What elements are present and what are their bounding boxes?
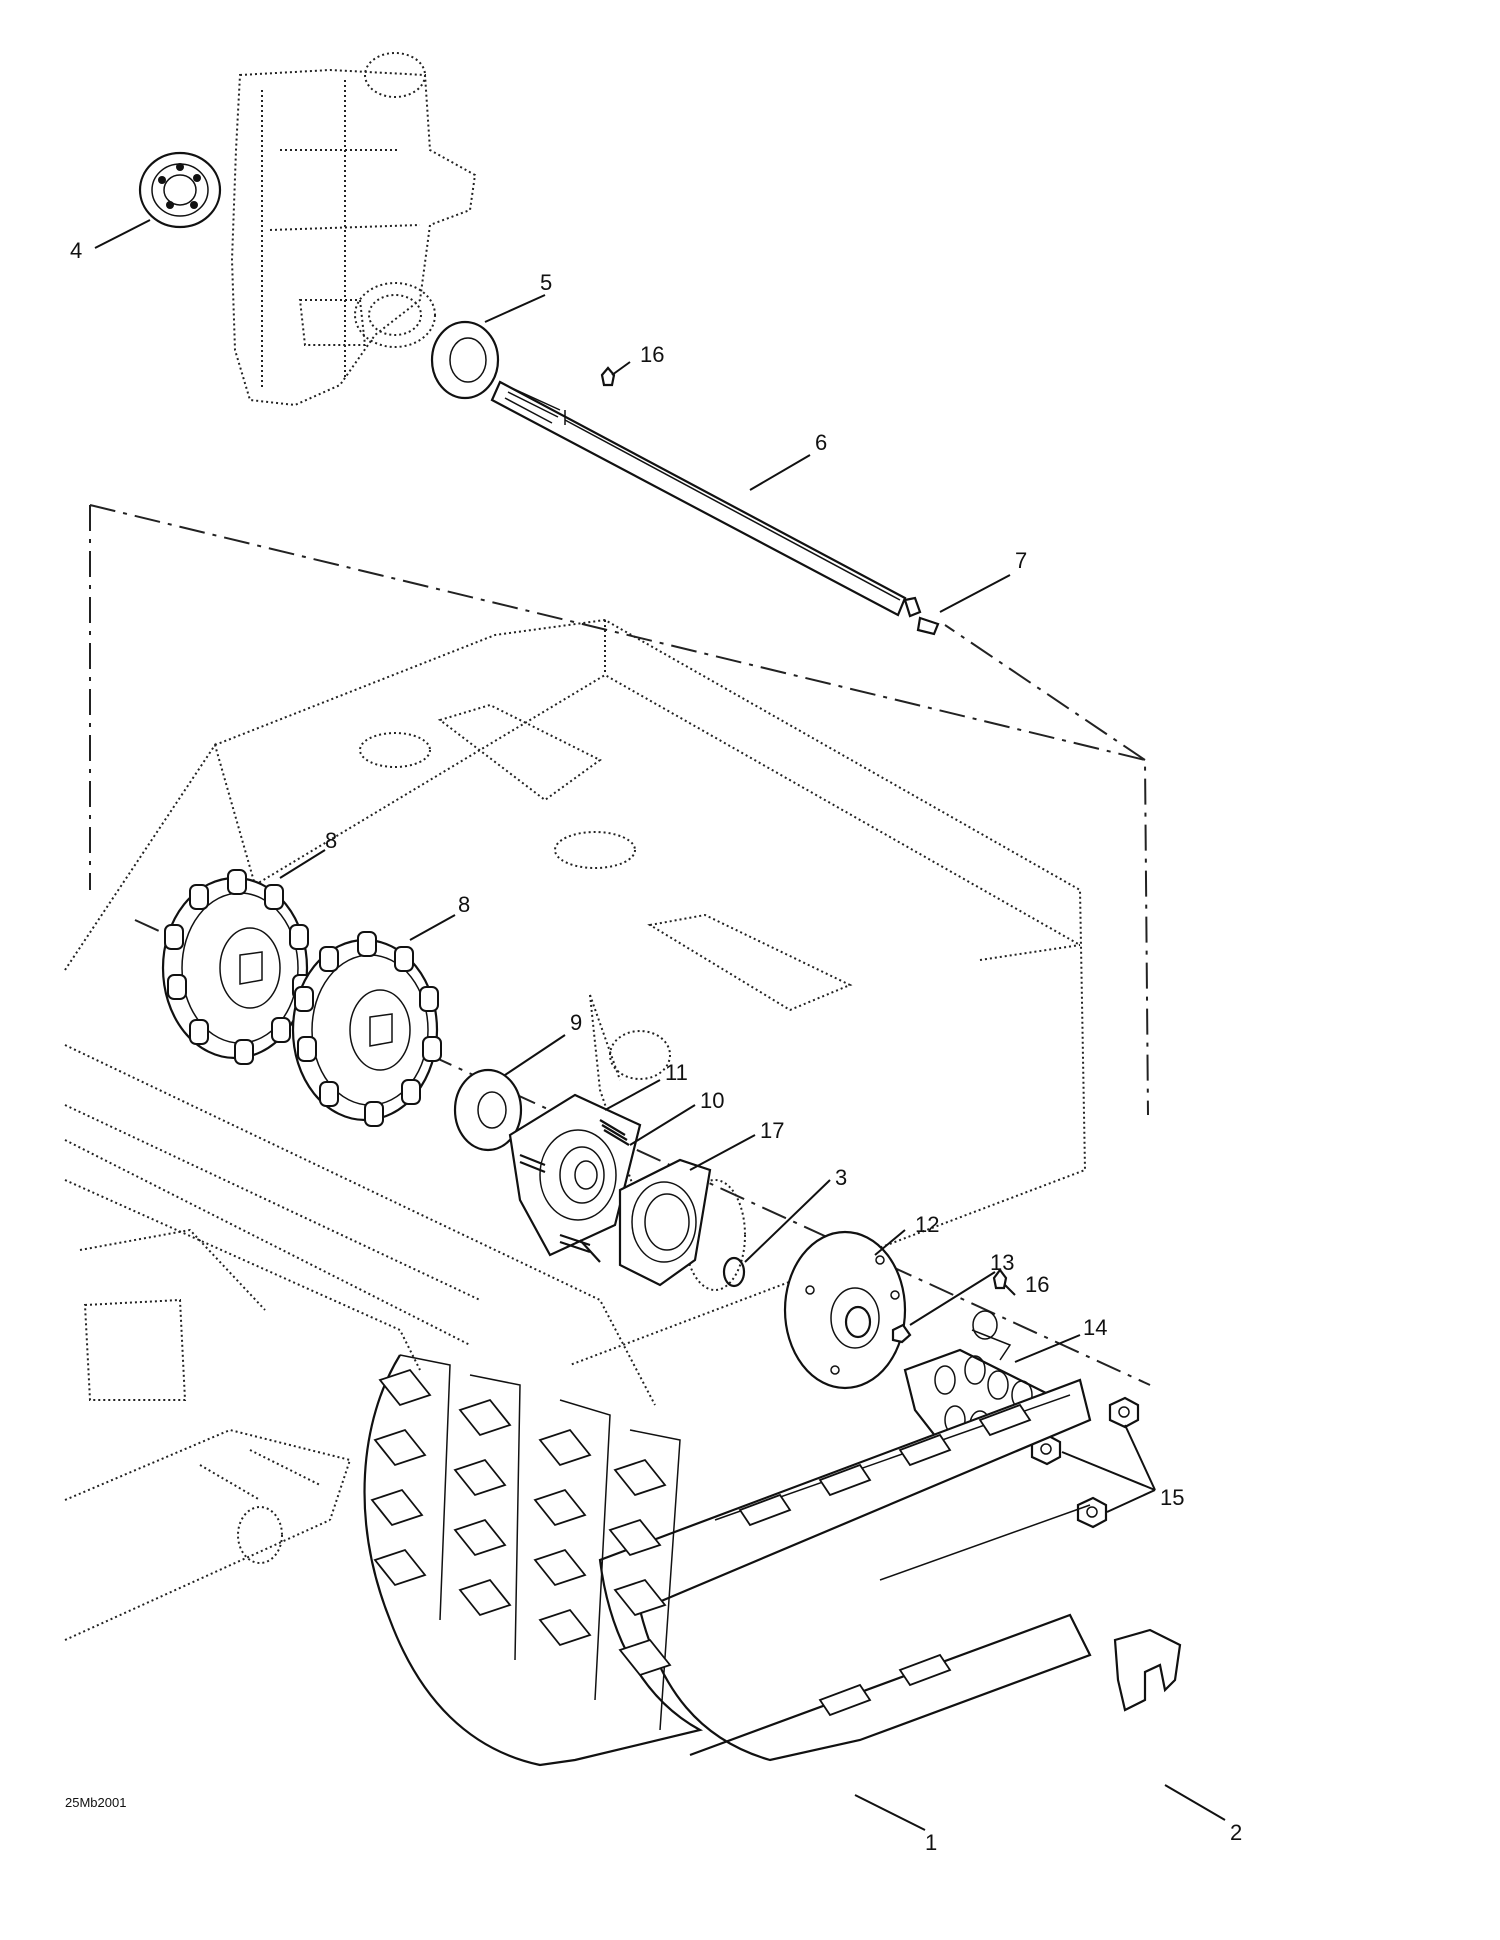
drive-sprocket-2 <box>291 931 442 1127</box>
slider-clip <box>1113 1628 1182 1712</box>
callout-label-14: 14 <box>1083 1315 1107 1340</box>
callout-labels: 4 5 16 6 7 8 8 9 11 10 17 3 12 13 16 14 … <box>70 238 1242 1855</box>
callout-label-12: 12 <box>915 1212 939 1237</box>
callout-label-4: 4 <box>70 238 82 263</box>
end-hub <box>783 1230 907 1390</box>
drive-axle <box>490 380 907 617</box>
callout-label-11: 11 <box>665 1060 688 1085</box>
callout-label-9: 9 <box>570 1010 582 1035</box>
callout-label-13: 13 <box>990 1250 1014 1275</box>
grease-fitting-2 <box>992 1268 1008 1290</box>
callout-label-10: 10 <box>700 1088 724 1113</box>
callout-label-16b: 16 <box>1025 1272 1049 1297</box>
callout-label-7: 7 <box>1015 548 1027 573</box>
leader-lines <box>94 219 1226 1831</box>
nut-1 <box>1108 1396 1140 1429</box>
callout-label-15: 15 <box>1160 1485 1184 1510</box>
end-screw <box>903 596 940 636</box>
spacer-washer <box>453 1068 523 1152</box>
callout-label-16a: 16 <box>640 342 664 367</box>
lock-nut <box>891 1323 912 1344</box>
tunnel-frame <box>64 618 1087 1641</box>
bearing-housing <box>508 1093 642 1263</box>
seal <box>430 320 500 400</box>
drive-sprocket-1 <box>161 869 312 1065</box>
drawing-code: 25Mb2001 <box>65 1795 127 1810</box>
callout-label-2: 2 <box>1230 1820 1242 1845</box>
callout-label-1: 1 <box>925 1830 937 1855</box>
assembly-outline <box>89 504 1149 1116</box>
circlip <box>722 1256 746 1288</box>
bearing <box>138 151 222 229</box>
callout-label-5: 5 <box>540 270 552 295</box>
callout-label-6: 6 <box>815 430 827 455</box>
callout-label-8a: 8 <box>325 828 337 853</box>
grease-fitting <box>600 366 616 387</box>
bearing-cover <box>618 1158 712 1287</box>
nut-3 <box>1076 1496 1108 1529</box>
track <box>363 1354 1092 1767</box>
callout-label-8b: 8 <box>458 892 470 917</box>
callout-label-17: 17 <box>760 1118 784 1143</box>
callout-label-3: 3 <box>835 1165 847 1190</box>
chaincase-housing <box>230 52 477 407</box>
